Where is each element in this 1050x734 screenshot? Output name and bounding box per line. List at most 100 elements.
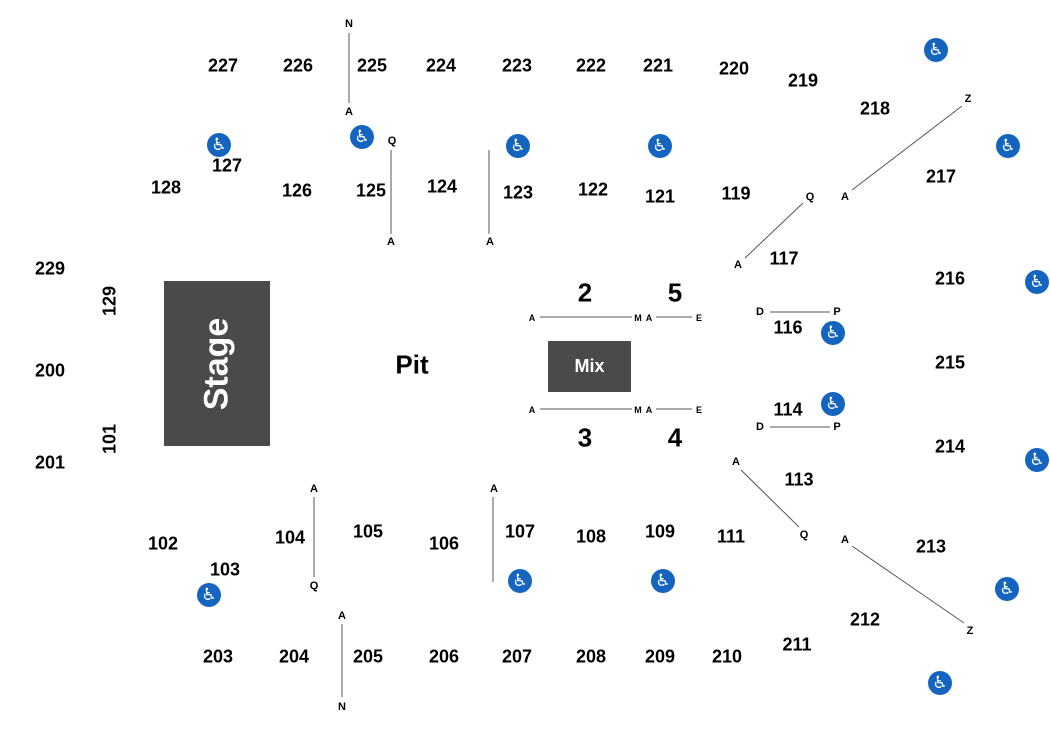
wheelchair-icon[interactable]: ♿ — [207, 133, 231, 157]
wheelchair-icon[interactable]: ♿ — [508, 569, 532, 593]
row-marker-a: A — [841, 191, 849, 203]
section-214[interactable]: 214 — [934, 436, 966, 457]
section-108[interactable]: 108 — [575, 526, 607, 547]
section-3[interactable]: 3 — [577, 422, 593, 453]
section-226[interactable]: 226 — [282, 55, 314, 76]
wheelchair-icon[interactable]: ♿ — [197, 583, 221, 607]
wheelchair-icon[interactable]: ♿ — [651, 569, 675, 593]
section-102[interactable]: 102 — [147, 533, 179, 554]
section-128[interactable]: 128 — [150, 177, 182, 198]
section-114[interactable]: 114 — [773, 399, 803, 420]
wheelchair-icon[interactable]: ♿ — [821, 321, 845, 345]
row-marker-a: A — [732, 456, 740, 468]
section-105[interactable]: 105 — [352, 521, 384, 542]
row-marker-q: Q — [309, 580, 319, 592]
row-marker-a: A — [528, 405, 536, 415]
section-201[interactable]: 201 — [34, 452, 66, 473]
wheelchair-icon[interactable]: ♿ — [928, 671, 952, 695]
row-marker-e: E — [695, 405, 703, 415]
row-marker-a: A — [645, 313, 653, 323]
section-117[interactable]: 117 — [769, 248, 799, 269]
section-220[interactable]: 220 — [718, 58, 750, 79]
row-marker-q: Q — [805, 191, 815, 203]
row-marker-d: D — [756, 421, 764, 433]
wheelchair-icon[interactable]: ♿ — [924, 38, 948, 62]
section-212[interactable]: 212 — [849, 609, 881, 630]
section-5[interactable]: 5 — [667, 277, 683, 308]
section-213[interactable]: 213 — [915, 536, 947, 557]
section-207[interactable]: 207 — [501, 646, 533, 667]
section-206[interactable]: 206 — [428, 646, 460, 667]
section-122[interactable]: 122 — [577, 179, 609, 200]
section-126[interactable]: 126 — [281, 180, 313, 201]
row-marker-z: Z — [964, 93, 972, 105]
section-225[interactable]: 225 — [356, 55, 388, 76]
section-104[interactable]: 104 — [274, 527, 306, 548]
section-217[interactable]: 217 — [925, 166, 957, 187]
section-125[interactable]: 125 — [355, 180, 387, 201]
mix-position: Mix — [548, 341, 631, 392]
row-marker-a: A — [387, 236, 395, 248]
row-marker-a: A — [486, 236, 494, 248]
section-107[interactable]: 107 — [504, 521, 536, 542]
row-marker-z: Z — [966, 625, 974, 637]
wheelchair-icon[interactable]: ♿ — [821, 392, 845, 416]
row-marker-a: A — [841, 534, 849, 546]
row-marker-n: N — [345, 18, 353, 30]
row-marker-a: A — [528, 313, 536, 323]
section-205[interactable]: 205 — [352, 646, 384, 667]
stage-label: Stage — [197, 317, 236, 410]
wheelchair-icon[interactable]: ♿ — [506, 134, 530, 158]
section-221[interactable]: 221 — [642, 55, 674, 76]
section-103[interactable]: 103 — [209, 559, 241, 580]
section-119[interactable]: 119 — [721, 183, 751, 204]
wheelchair-icon[interactable]: ♿ — [648, 134, 672, 158]
section-218[interactable]: 218 — [859, 98, 891, 119]
section-223[interactable]: 223 — [501, 55, 533, 76]
pit-label: Pit — [395, 349, 429, 380]
section-101[interactable]: 101 — [99, 423, 120, 455]
section-109[interactable]: 109 — [644, 521, 676, 542]
row-marker-a: A — [345, 106, 353, 118]
row-marker-a: A — [645, 405, 653, 415]
section-219[interactable]: 219 — [787, 70, 819, 91]
row-marker-q: Q — [799, 529, 809, 541]
row-marker-a: A — [338, 610, 346, 622]
section-127[interactable]: 127 — [211, 155, 243, 176]
section-116[interactable]: 116 — [773, 317, 803, 338]
section-129[interactable]: 129 — [99, 285, 120, 317]
section-2[interactable]: 2 — [577, 277, 593, 308]
section-208[interactable]: 208 — [575, 646, 607, 667]
wheelchair-icon[interactable]: ♿ — [995, 577, 1019, 601]
section-200[interactable]: 200 — [34, 360, 66, 381]
section-204[interactable]: 204 — [278, 646, 310, 667]
section-124[interactable]: 124 — [426, 176, 458, 197]
section-210[interactable]: 210 — [711, 646, 743, 667]
section-123[interactable]: 123 — [502, 182, 534, 203]
section-211[interactable]: 211 — [782, 634, 812, 655]
section-227[interactable]: 227 — [207, 55, 239, 76]
row-marker-a: A — [490, 483, 498, 495]
section-121[interactable]: 121 — [644, 186, 676, 207]
section-113[interactable]: 113 — [784, 469, 814, 490]
wheelchair-icon[interactable]: ♿ — [1025, 270, 1049, 294]
section-229[interactable]: 229 — [34, 258, 66, 279]
section-216[interactable]: 216 — [934, 268, 966, 289]
section-224[interactable]: 224 — [425, 55, 457, 76]
row-marker-a: A — [734, 259, 742, 271]
row-marker-n: N — [338, 701, 346, 713]
section-111[interactable]: 111 — [716, 526, 746, 547]
wheelchair-icon[interactable]: ♿ — [996, 134, 1020, 158]
wheelchair-icon[interactable]: ♿ — [1025, 448, 1049, 472]
section-203[interactable]: 203 — [202, 646, 234, 667]
section-4[interactable]: 4 — [667, 422, 683, 453]
section-106[interactable]: 106 — [428, 533, 460, 554]
section-222[interactable]: 222 — [575, 55, 607, 76]
row-marker-q: Q — [387, 135, 397, 147]
section-209[interactable]: 209 — [644, 646, 676, 667]
row-marker-m: M — [634, 313, 642, 323]
wheelchair-icon[interactable]: ♿ — [350, 125, 374, 149]
section-215[interactable]: 215 — [934, 352, 966, 373]
row-marker-a: A — [310, 483, 318, 495]
